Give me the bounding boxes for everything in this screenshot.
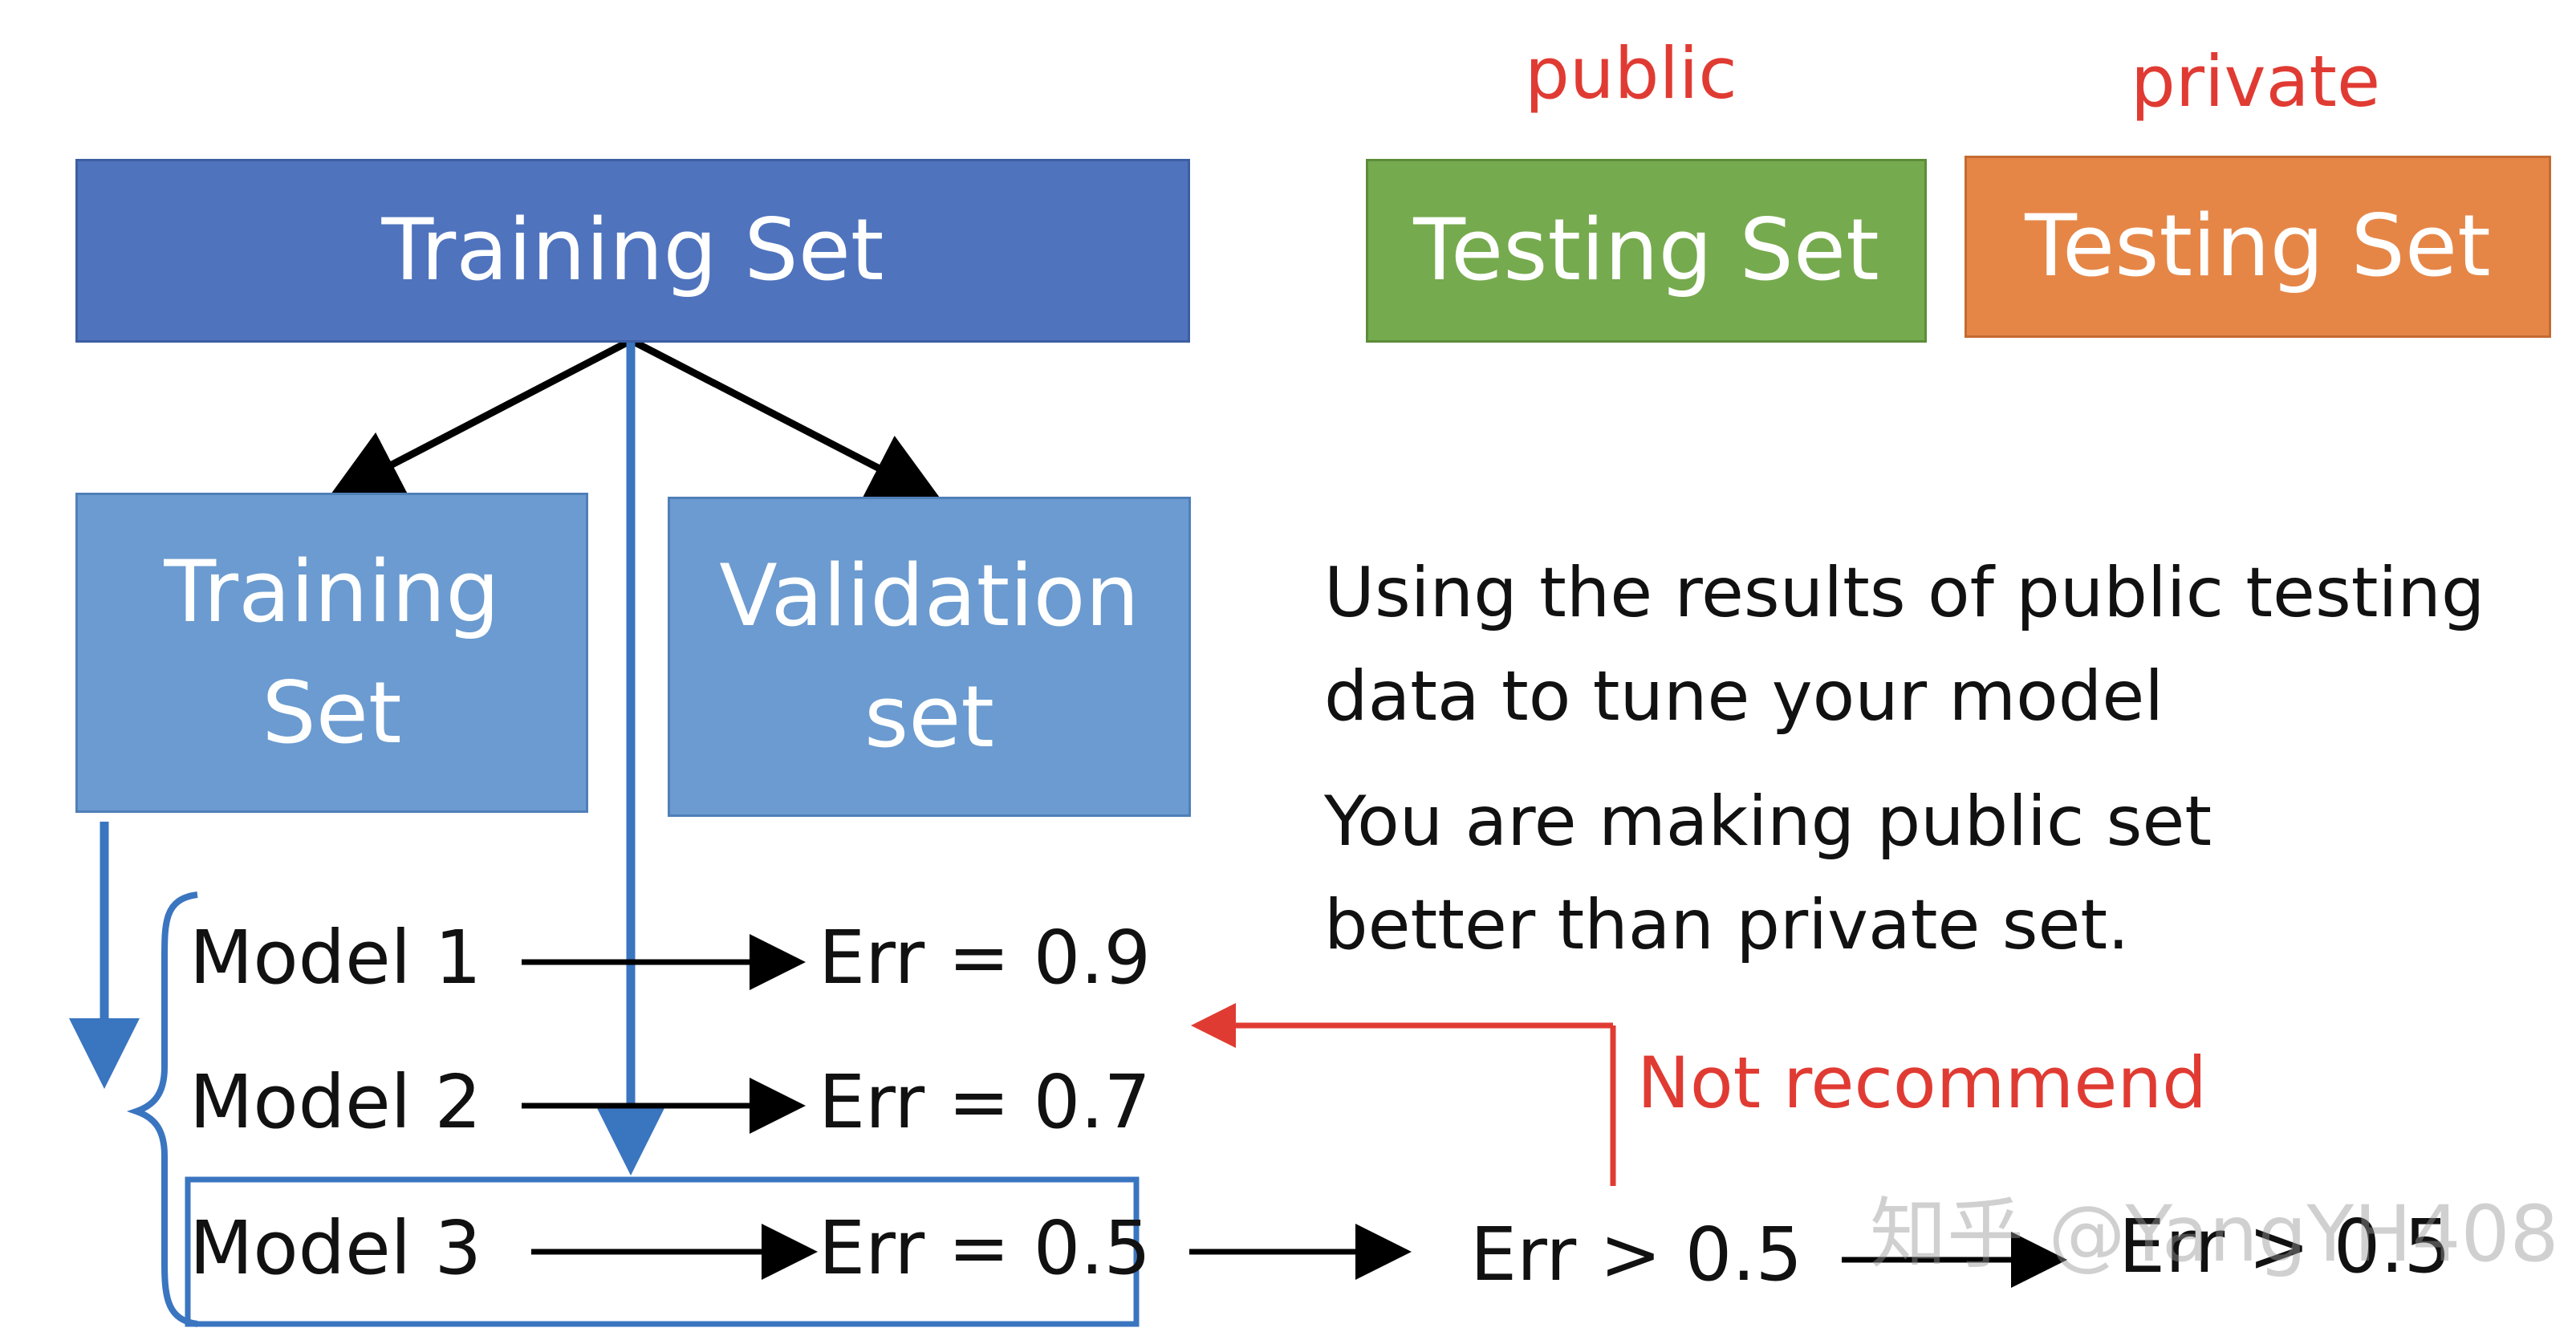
model-2-err: Err = 0.7 bbox=[819, 1059, 1152, 1145]
public-label: public bbox=[1525, 32, 1737, 115]
note-tune-public: Using the results of public testing data… bbox=[1324, 553, 2485, 737]
model-2-label: Model 2 bbox=[189, 1059, 482, 1145]
model-1-err: Err = 0.9 bbox=[819, 915, 1152, 1001]
note-public-better: You are making public set better than pr… bbox=[1324, 782, 2212, 965]
model-3-label: Model 3 bbox=[189, 1205, 482, 1291]
not-recommend-label: Not recommend bbox=[1637, 1042, 2207, 1124]
training-set-box: Training Set bbox=[75, 159, 1190, 343]
sub-training-line1: Training bbox=[164, 542, 500, 641]
public-testing-set-box: Testing Set bbox=[1366, 159, 1927, 343]
watermark: 知乎 @YangYH408 bbox=[1870, 1189, 2559, 1279]
private-err-result: Err > 0.5 bbox=[2119, 1204, 2452, 1289]
training-set-label: Training Set bbox=[381, 201, 884, 300]
sub-training-line2: Set bbox=[262, 663, 402, 762]
split-arrow-right bbox=[632, 339, 942, 502]
public-err-result: Err > 0.5 bbox=[1470, 1212, 1803, 1297]
private-testing-set-label: Testing Set bbox=[2025, 197, 2491, 296]
model-1-label: Model 1 bbox=[189, 915, 482, 1001]
validation-set-box: Validation set bbox=[668, 497, 1191, 817]
model3-highlight bbox=[185, 1176, 1140, 1327]
public-testing-set-label: Testing Set bbox=[1413, 201, 1879, 300]
model-3-err: Err = 0.5 bbox=[819, 1205, 1152, 1291]
validation-line1: Validation bbox=[719, 546, 1140, 645]
sub-training-set-box: Training Set bbox=[75, 493, 588, 813]
split-arrow-left bbox=[328, 339, 631, 498]
model-brace bbox=[126, 891, 198, 1327]
private-testing-set-box: Testing Set bbox=[1965, 156, 2551, 338]
validation-line2: set bbox=[863, 667, 994, 766]
private-label: private bbox=[2131, 40, 2381, 123]
